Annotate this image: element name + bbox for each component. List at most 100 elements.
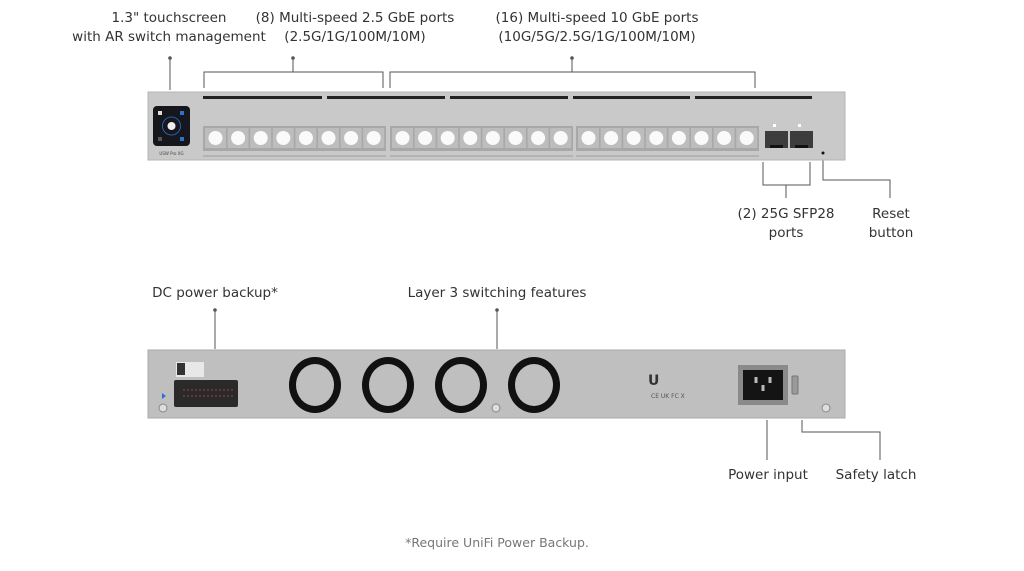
dc-pin [203, 395, 205, 397]
dc-pin [191, 389, 193, 391]
label-line: Reset [872, 206, 910, 222]
rj45-jack [344, 131, 359, 145]
dc-pin [211, 395, 213, 397]
power-pin [768, 377, 772, 383]
screen-icon [158, 137, 162, 141]
label-line: ports [768, 225, 804, 241]
screen-icon [180, 111, 184, 115]
screw [821, 403, 831, 413]
rj45-jack [531, 131, 546, 145]
rj45-jack [671, 131, 686, 145]
front-panel: USW Pro XG [147, 91, 846, 161]
rj45-jack [604, 131, 619, 145]
dc-pin [203, 389, 205, 391]
dc-pin [219, 389, 221, 391]
dc-pin [231, 389, 233, 391]
qr-code [177, 363, 185, 375]
cert-marks: CE UK FC X [651, 393, 685, 400]
dc-pin [207, 389, 209, 391]
dc-pin [187, 389, 189, 391]
port-underline [576, 155, 759, 157]
ubiquiti-logo: U [648, 373, 659, 389]
rj45-jack [581, 131, 596, 145]
screen-icon [180, 137, 184, 141]
ports-10g-bracket [389, 58, 756, 88]
dc-pin [207, 395, 209, 397]
sfp28-port [790, 131, 813, 148]
rj45-jack [366, 131, 381, 145]
power-input-label: Power input [728, 467, 808, 483]
dc-pin [211, 389, 213, 391]
dc-pin [223, 389, 225, 391]
dc-power-label: DC power backup* [152, 285, 278, 301]
dc-pin [231, 395, 233, 397]
screw [158, 403, 168, 413]
rj45-jack [553, 131, 568, 145]
dc-pin [195, 389, 197, 391]
dc-pin [187, 395, 189, 397]
reset-button [821, 151, 825, 155]
safety-latch-leader [801, 420, 881, 460]
label-line: (8) Multi-speed 2.5 GbE ports [255, 10, 455, 26]
sfp-bracket [762, 162, 811, 198]
dc-pin [195, 395, 197, 397]
vent-bar [573, 96, 690, 99]
touchscreen-label: 1.3" touchscreen with AR switch manageme… [72, 9, 266, 47]
rj45-jack [626, 131, 641, 145]
rj45-jack [649, 131, 664, 145]
rj45-jack [298, 131, 313, 145]
label-line: with AR switch management [72, 29, 266, 45]
sfp-tab [795, 145, 808, 148]
vent-bar [695, 96, 812, 99]
sfp-tab [770, 145, 783, 148]
port-underline [390, 155, 573, 157]
dc-pin [183, 395, 185, 397]
rj45-jack [231, 131, 246, 145]
screen-ring [162, 116, 181, 136]
dc-pin [219, 395, 221, 397]
leader-lines [169, 58, 891, 460]
fan-center [515, 364, 553, 406]
power-pin [754, 377, 758, 383]
rj45-jack [395, 131, 410, 145]
label-line: (16) Multi-speed 10 GbE ports [495, 10, 699, 26]
dc-pin [227, 395, 229, 397]
rj45-jack [694, 131, 709, 145]
screw [491, 403, 501, 413]
port-underline [203, 155, 386, 157]
sfp28-port [765, 131, 788, 148]
rj45-jack [253, 131, 268, 145]
label-line: (2.5G/1G/100M/10M) [284, 29, 426, 45]
led-indicator [162, 393, 166, 399]
sfp-led [773, 124, 776, 127]
dc-pin [199, 395, 201, 397]
label-line: button [868, 225, 914, 241]
reset-leader [822, 160, 891, 198]
power-pin [761, 385, 765, 391]
model-text: USW Pro XG [159, 151, 183, 156]
rj45-jack [276, 131, 291, 145]
rj45-jack [717, 131, 732, 145]
sfp28-label: (2) 25G SFP28 ports [738, 205, 835, 243]
dc-pin [215, 395, 217, 397]
ports-2-5g-label: (8) Multi-speed 2.5 GbE ports (2.5G/1G/1… [256, 9, 455, 47]
rj45-jack [418, 131, 433, 145]
vent-bar [327, 96, 445, 99]
label-line: 1.3" touchscreen [111, 10, 227, 26]
reset-label: Reset button [869, 205, 914, 243]
layer3-label: Layer 3 switching features [407, 285, 587, 301]
label-line: (10G/5G/2.5G/1G/100M/10M) [498, 29, 696, 45]
dc-power-connector [174, 380, 238, 407]
footnote: *Require UniFi Power Backup. [405, 535, 589, 550]
vent-bar [450, 96, 568, 99]
rj45-jack [485, 131, 500, 145]
rj45-jack [208, 131, 223, 145]
dc-pin [191, 395, 193, 397]
screen-icon [158, 111, 162, 115]
sfp-led [798, 124, 801, 127]
rj45-jack [508, 131, 523, 145]
safety-latch-label: Safety latch [835, 467, 917, 483]
rj45-jack [321, 131, 336, 145]
